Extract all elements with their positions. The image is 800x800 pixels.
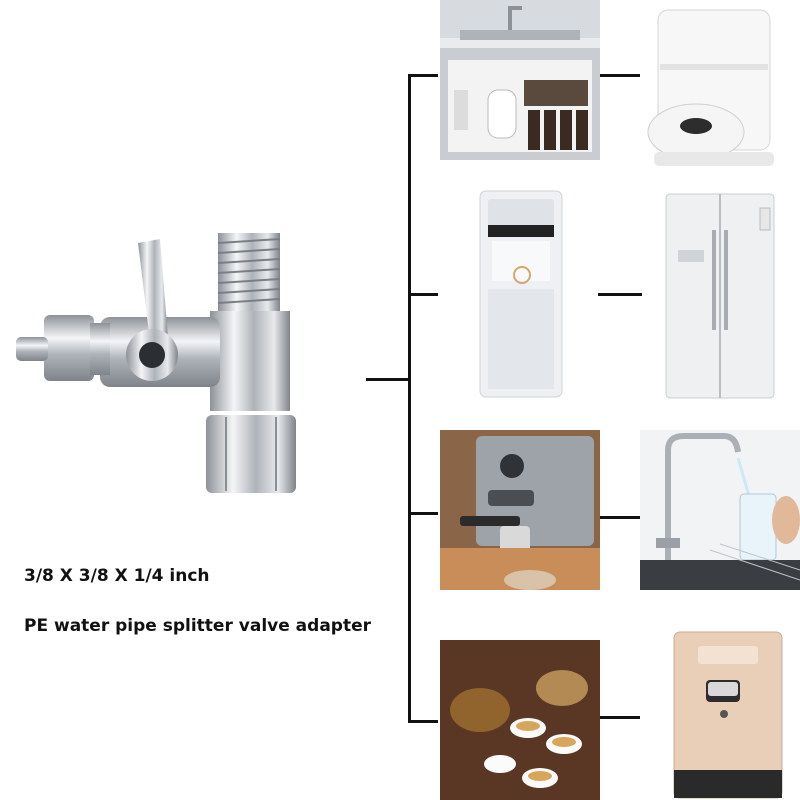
espresso-machine-photo <box>440 430 600 590</box>
connector-branch-5 <box>408 512 438 515</box>
connector-branch-8 <box>600 716 640 719</box>
wall-water-dispenser-photo <box>670 630 786 800</box>
under-sink-ro-filter-photo <box>440 0 600 160</box>
product-description-caption: PE water pipe splitter valve adapter <box>24 616 371 636</box>
product-size-caption: 3/8 X 3/8 X 1/4 inch <box>24 566 210 586</box>
connector-branch-7 <box>408 720 438 723</box>
robot-vacuum-station-photo <box>640 4 780 174</box>
connector-trunk <box>408 74 411 722</box>
connector-stub <box>366 378 410 381</box>
connector-branch-6 <box>600 516 640 519</box>
connector-branch-2 <box>600 74 640 77</box>
connector-branch-1 <box>408 74 438 77</box>
refrigerator-photo <box>664 192 776 400</box>
valve-adapter-illustration <box>10 225 310 500</box>
water-dispenser-photo <box>470 185 570 403</box>
connector-branch-4 <box>598 293 642 296</box>
drinking-faucet-photo <box>640 430 800 590</box>
connector-branch-3 <box>408 293 438 296</box>
tea-set-photo <box>440 640 600 800</box>
